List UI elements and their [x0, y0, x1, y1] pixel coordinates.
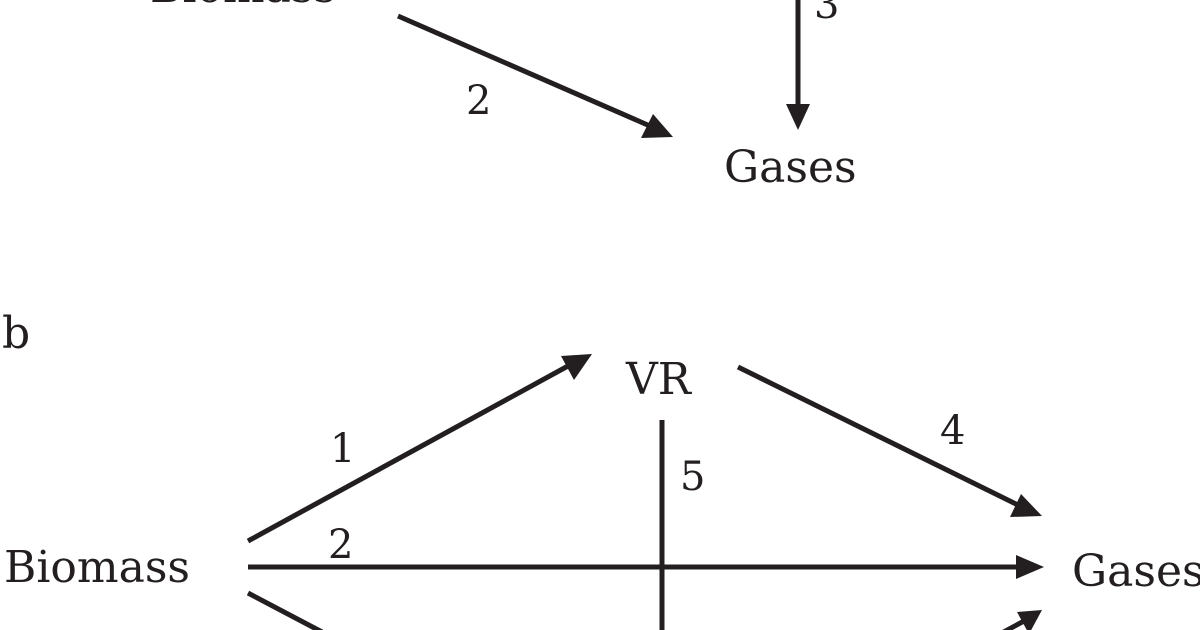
panel-b-arrow-lower-shaft [246, 590, 324, 630]
panel-b-edge-label-2: 2 [328, 522, 353, 568]
panel-b-biomass-label: Biomass [4, 542, 190, 593]
panel-a-edge-label-2: 2 [466, 78, 491, 124]
panel-b-arrow-lower-right-shaft [1002, 618, 1026, 630]
panel-a-arrow-biomass-to-gases [396, 13, 673, 138]
panel-a-biomass-label: Biomass [150, 0, 336, 13]
panel-a-arrow-vertical-to-gases [786, 0, 810, 130]
panel-a-arrow-2-shaft [396, 13, 652, 129]
panel-b-arrow-vr-to-gases [736, 364, 1042, 517]
panel-a-edge-label-3: 3 [814, 0, 839, 28]
panel-b-arrow-2-head [1016, 555, 1044, 579]
panel-b-vr-label: VR [625, 354, 693, 405]
panel-b-arrow-lower-right-partial [1002, 610, 1042, 630]
panel-b-arrow-biomass-to-vr [246, 354, 592, 544]
panel-b-arrow-biomass-to-gases [248, 555, 1044, 579]
panel-b-label: b [2, 308, 30, 359]
panel-b-edge-label-1: 1 [330, 426, 355, 472]
panel-a-arrow-2-head [641, 114, 673, 138]
panel-b-arrow-1-shaft [246, 363, 570, 544]
panel-b-gases-label: Gases [1072, 546, 1200, 597]
panel-b-arrow-4-head [1010, 494, 1042, 517]
panel-b-arrow-lower-partial [246, 590, 324, 630]
panel-a-arrow-3-head [786, 104, 810, 130]
panel-b-edge-label-5: 5 [680, 454, 705, 500]
panel-b-arrow-4-shaft [736, 364, 1020, 508]
panel-b: b VR Biomass Gases 1 2 4 5 [2, 308, 1200, 630]
panel-b-arrow-1-head [561, 354, 592, 380]
panel-b-edge-label-4: 4 [940, 408, 965, 454]
panel-a: Biomass 2 3 Gases [150, 0, 857, 193]
panel-b-arrow-lower-right-head [1017, 610, 1042, 630]
panel-a-gases-label: Gases [724, 142, 857, 193]
